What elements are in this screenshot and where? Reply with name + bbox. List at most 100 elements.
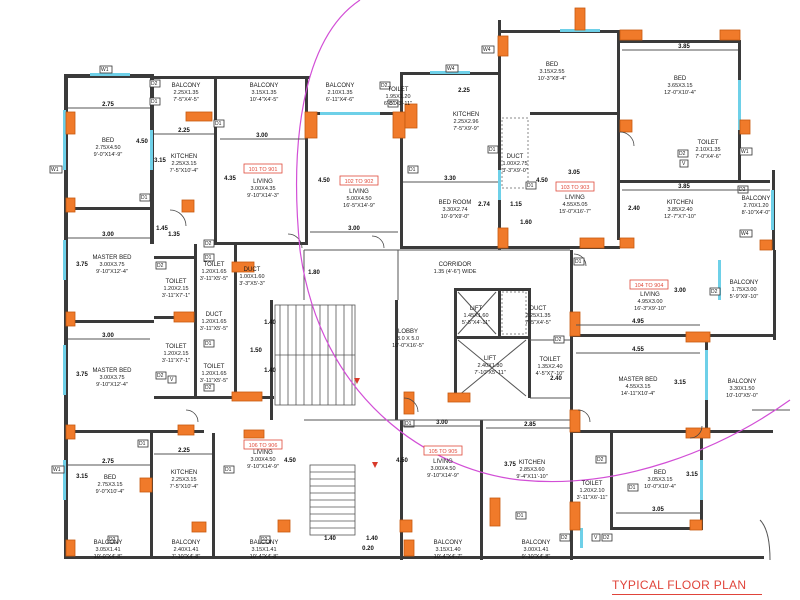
svg-text:106 TO 906: 106 TO 906 (249, 443, 278, 449)
unit-tag: 102 TO 902 (339, 175, 379, 186)
svg-text:LIVING: LIVING (565, 195, 585, 201)
svg-text:4.50: 4.50 (396, 458, 408, 464)
svg-text:10'-0"X16'-5": 10'-0"X16'-5" (392, 343, 424, 349)
door-tag: D2 (259, 535, 271, 544)
svg-text:D1: D1 (629, 485, 636, 491)
svg-text:1.00X1.60: 1.00X1.60 (239, 274, 264, 280)
svg-text:3.30X2.74: 3.30X2.74 (442, 207, 467, 213)
door-tag: D1 (573, 257, 585, 266)
door-tag: D1 (407, 165, 419, 174)
ventilator-tag: V (679, 159, 689, 168)
svg-text:9'-10"X14'-3": 9'-10"X14'-3" (247, 193, 279, 199)
door-tag: D1 (137, 439, 149, 448)
svg-text:10'-3"X8'-4": 10'-3"X8'-4" (538, 76, 567, 82)
door-tag: D1 (627, 483, 639, 492)
svg-text:3.00: 3.00 (102, 232, 114, 238)
svg-text:1.50: 1.50 (250, 348, 262, 354)
door-tag: D2 (559, 533, 571, 542)
window-tag: W4 (739, 229, 753, 238)
door-tag: D2 (553, 335, 565, 344)
svg-text:3.85: 3.85 (678, 44, 690, 50)
svg-text:2.40: 2.40 (550, 376, 562, 382)
svg-text:LIVING: LIVING (433, 459, 453, 465)
duct-hatch (501, 117, 529, 335)
svg-text:D1: D1 (205, 341, 212, 347)
door-tag: D1 (223, 465, 235, 474)
svg-text:BALCONY: BALCONY (730, 280, 759, 286)
svg-text:TOILET: TOILET (166, 344, 187, 350)
svg-text:BALCONY: BALCONY (94, 540, 123, 546)
svg-text:3.15: 3.15 (76, 474, 88, 480)
svg-text:2.40X1.41: 2.40X1.41 (173, 547, 198, 553)
unit-tags: 101 TO 901 102 TO 902 103 TO 903 104 TO … (243, 163, 669, 456)
svg-text:10'-0"X10'-4": 10'-0"X10'-4" (644, 484, 676, 490)
door-tag: D2 (379, 81, 391, 90)
svg-text:2.25: 2.25 (178, 448, 190, 454)
door-tag: D2 (107, 535, 119, 544)
staircase-upper (274, 304, 356, 406)
svg-text:D2: D2 (679, 151, 686, 157)
unit-tag: 103 TO 903 (555, 181, 595, 192)
svg-text:V: V (170, 377, 174, 383)
svg-text:2.40X1.80: 2.40X1.80 (477, 363, 502, 369)
svg-text:16'-5"X14'-9": 16'-5"X14'-9" (343, 203, 375, 209)
svg-text:3'-11"X6'-11": 3'-11"X6'-11" (577, 495, 608, 501)
title-underline (612, 594, 762, 595)
svg-text:9'-10"X14'-9": 9'-10"X14'-9" (247, 464, 279, 470)
window-tag: W1 (99, 65, 113, 74)
svg-text:2.25X1.35: 2.25X1.35 (173, 90, 198, 96)
svg-text:BED ROOM: BED ROOM (439, 200, 472, 206)
svg-text:3'-11"X5'-5": 3'-11"X5'-5" (200, 276, 228, 282)
svg-text:7'-0"X4'-6": 7'-0"X4'-6" (695, 154, 721, 160)
svg-text:BALCONY: BALCONY (434, 540, 463, 546)
svg-text:D1: D1 (215, 121, 222, 127)
svg-text:D2: D2 (205, 241, 212, 247)
svg-text:V: V (594, 535, 598, 541)
svg-text:5'-5"X4'-11": 5'-5"X4'-11" (462, 320, 490, 326)
svg-text:D1: D1 (527, 183, 534, 189)
svg-text:TOILET: TOILET (698, 140, 719, 146)
svg-text:2.70X1.20: 2.70X1.20 (743, 203, 768, 209)
dimension-lines (68, 49, 770, 514)
svg-text:3.05: 3.05 (652, 507, 664, 513)
door-tag: D1 (387, 99, 399, 108)
svg-text:3.85: 3.85 (678, 184, 690, 190)
svg-text:1.00X2.75: 1.00X2.75 (502, 161, 527, 167)
svg-text:V: V (682, 161, 686, 167)
door-tag: D1 (139, 193, 151, 202)
door-tag: D1 (149, 97, 161, 106)
door-tag: D2 (155, 371, 167, 380)
svg-text:1.35: 1.35 (168, 232, 180, 238)
ventilator-tag: V (167, 375, 177, 384)
svg-text:2.25X3.15: 2.25X3.15 (171, 161, 196, 167)
svg-text:1.40: 1.40 (264, 320, 276, 326)
svg-text:0.20: 0.20 (362, 546, 374, 552)
door-tag: D1 (213, 119, 225, 128)
svg-text:3.85X2.40: 3.85X2.40 (667, 207, 692, 213)
svg-text:1.35X2.40: 1.35X2.40 (537, 364, 562, 370)
svg-text:2.25X1.35: 2.25X1.35 (525, 313, 550, 319)
svg-text:9'-4"X11'-10": 9'-4"X11'-10" (516, 474, 547, 480)
svg-text:15'-0"X16'-7": 15'-0"X16'-7" (559, 209, 591, 215)
svg-text:4.50: 4.50 (536, 178, 548, 184)
svg-text:DUCT: DUCT (530, 306, 547, 312)
svg-text:D1: D1 (225, 467, 232, 473)
svg-text:1.40: 1.40 (366, 536, 378, 542)
svg-text:W1: W1 (101, 67, 109, 73)
svg-text:BED: BED (104, 475, 117, 481)
window-tag: W4 (481, 45, 495, 54)
svg-text:7'-5"X10'-4": 7'-5"X10'-4" (170, 484, 199, 490)
svg-text:D2: D2 (597, 457, 604, 463)
